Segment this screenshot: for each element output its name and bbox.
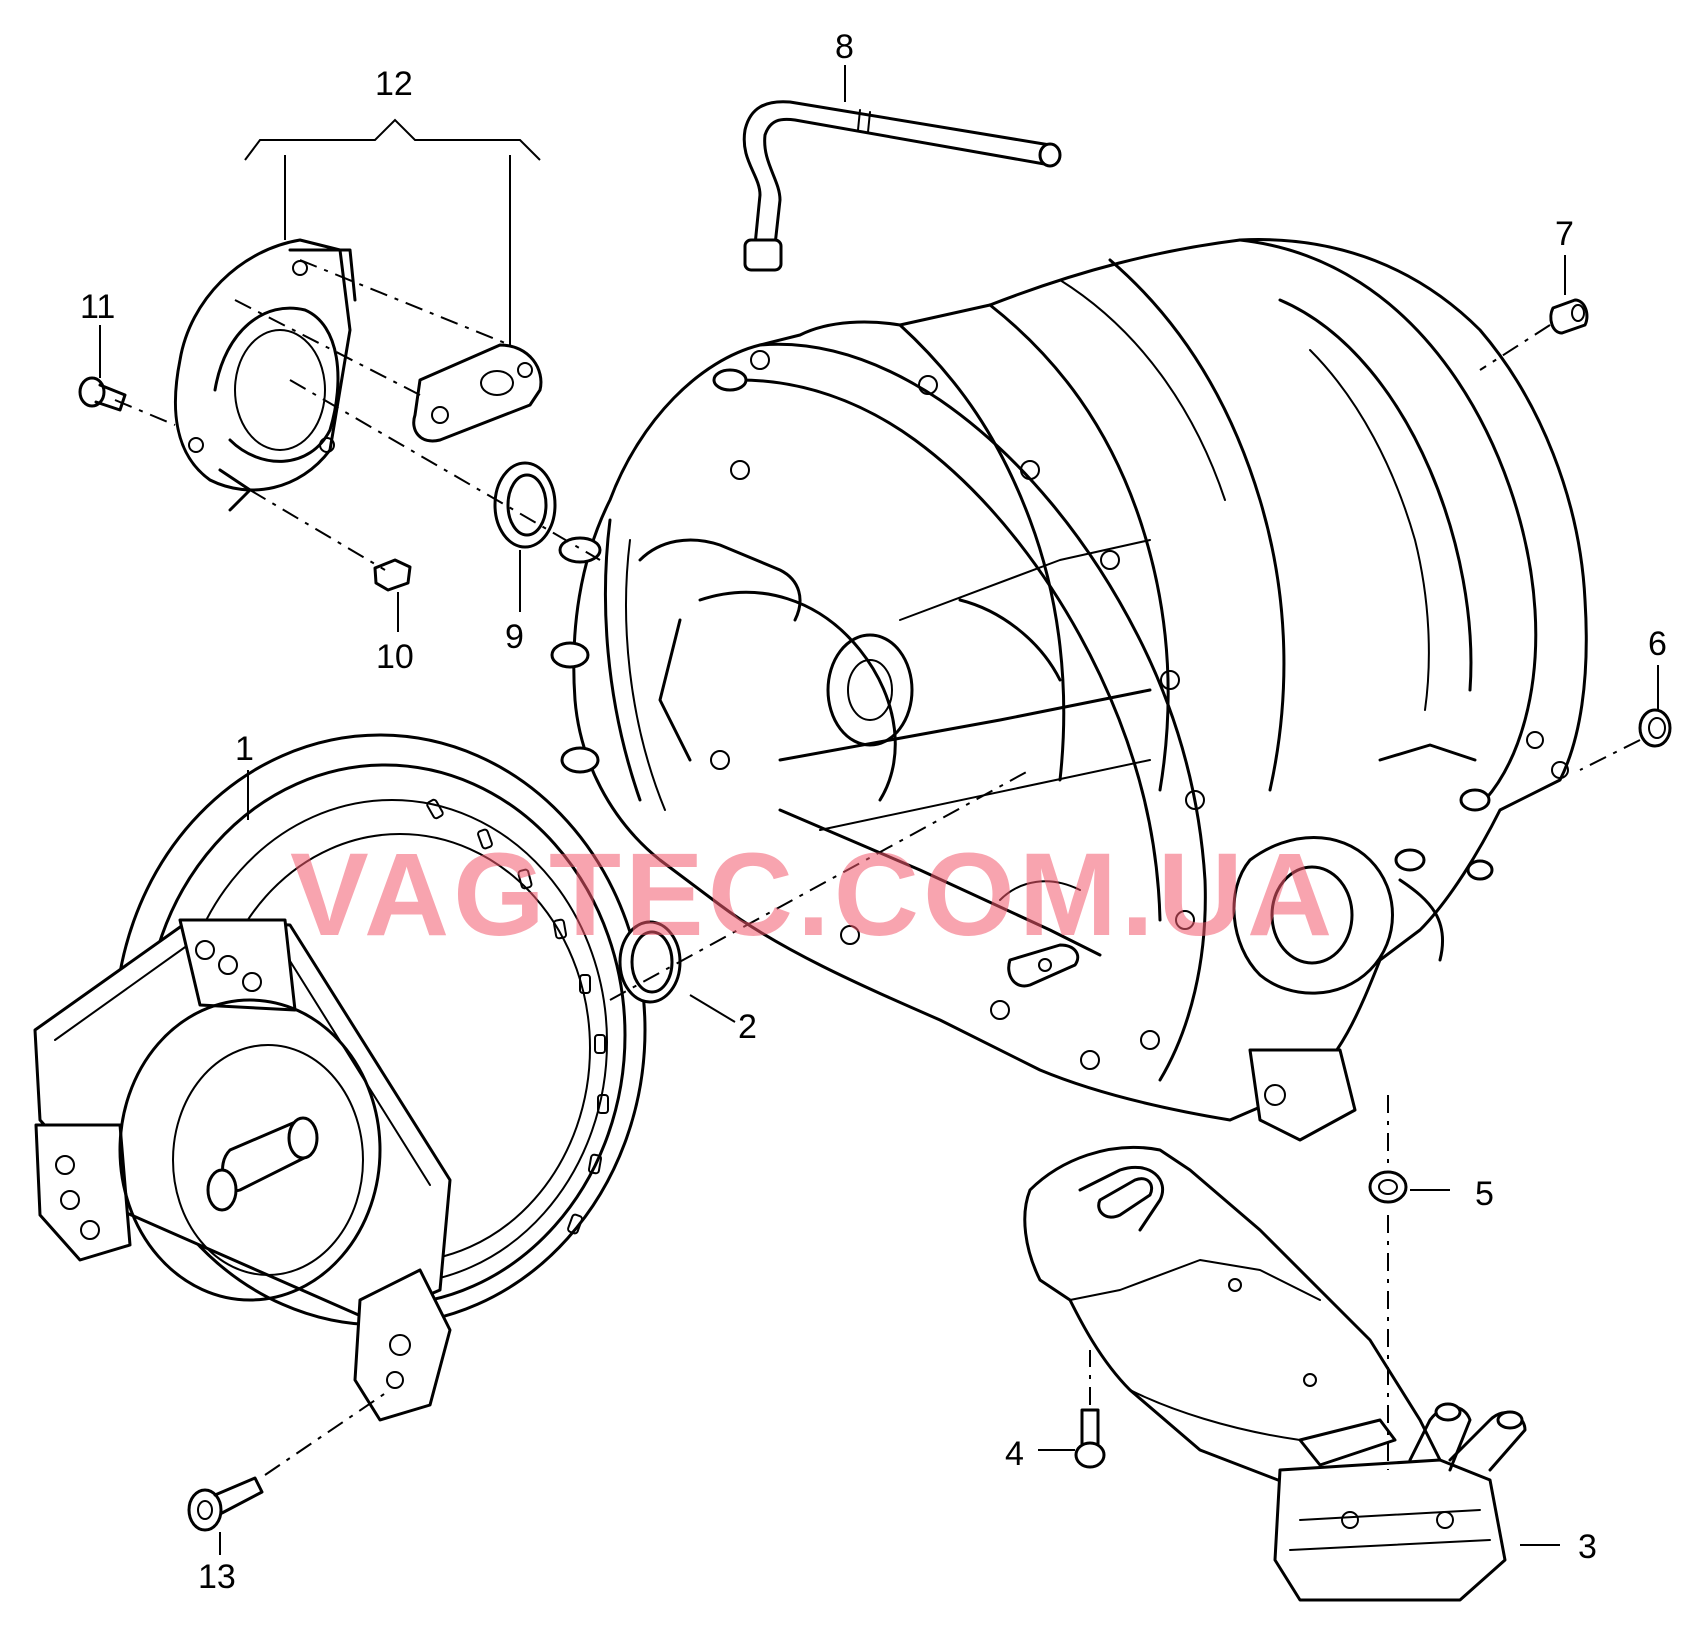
gearbox-housing[interactable] [550,238,1588,1142]
plug-7[interactable] [1549,298,1589,335]
seal-6[interactable] [1638,708,1672,748]
oil-cooler-bracket[interactable] [1023,1145,1527,1602]
callout-6: 6 [1648,625,1667,663]
bolt-4[interactable] [1074,1408,1106,1469]
clip-10[interactable] [373,558,412,592]
callout-8: 8 [835,28,854,66]
callout-12: 12 [375,65,413,103]
callout-4: 4 [1005,1435,1024,1473]
bolt-11[interactable] [78,376,127,412]
flange-bolt-holes [710,350,1205,1070]
converter-rim-slots [426,798,609,1235]
callout-labels: 1 2 3 4 5 6 7 8 9 10 11 12 13 [80,28,1667,1596]
cover-assembly-12[interactable] [174,238,543,512]
assembly-lines [114,259,1641,1476]
callout-10: 10 [376,638,414,676]
bolt-13[interactable] [187,1476,264,1532]
callout-7: 7 [1555,215,1574,253]
callout-3: 3 [1578,1528,1597,1566]
callout-9: 9 [505,618,524,656]
breather-hose-8[interactable] [742,100,1062,272]
callout-13: 13 [198,1558,236,1596]
watermark: VAGTEC.COM.UA [290,829,1336,961]
torque-converter[interactable] [33,733,647,1422]
seal-ring-9[interactable] [493,461,557,549]
callout-1: 1 [235,730,254,768]
leader-lines [99,65,1659,1555]
callout-2: 2 [738,1008,757,1046]
callout-5: 5 [1475,1175,1494,1213]
callout-11: 11 [80,288,115,326]
ring-5[interactable] [1368,1170,1408,1204]
